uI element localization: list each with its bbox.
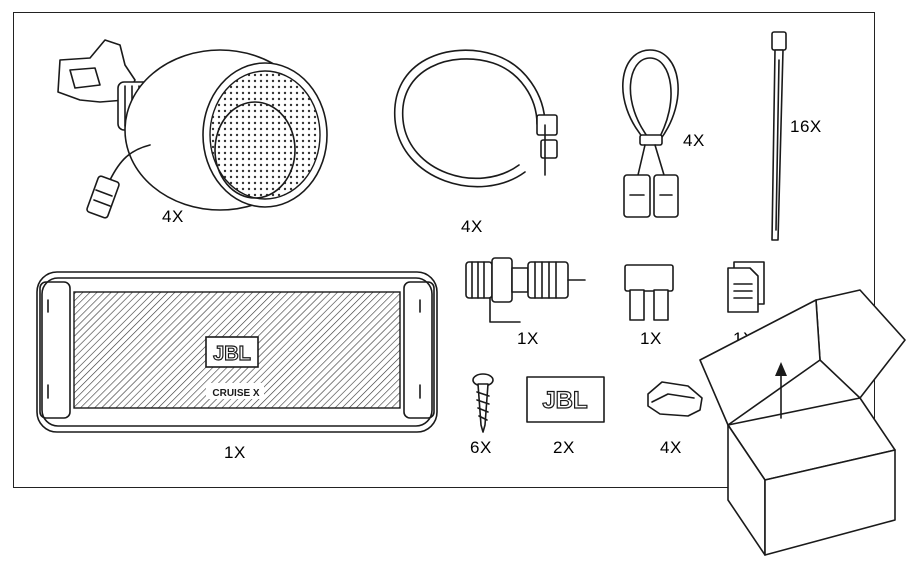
speaker-qty: 4X: [162, 207, 184, 226]
zip-tie-icon: [771, 31, 787, 241]
screw-qty: 6X: [470, 438, 492, 457]
connector-qty: 4X: [660, 438, 682, 457]
cable-qty: 4X: [683, 131, 705, 150]
zip-tie-qty: 16X: [790, 117, 822, 136]
clamp-ring-icon: [394, 49, 558, 188]
cable-loop-icon: [622, 49, 679, 218]
amplifier-qty: 1X: [224, 443, 246, 462]
screw-icon: [472, 373, 494, 433]
fuse-icon: [624, 264, 674, 321]
box-icon: [699, 289, 906, 556]
amplifier-logo: JBL: [213, 343, 251, 365]
clamp-qty: 4X: [461, 217, 483, 236]
jbl-sticker-icon: [526, 376, 605, 423]
contents-frame: [13, 12, 875, 488]
arrow-up-icon: [775, 362, 787, 419]
speaker-icon: [57, 39, 328, 219]
sticker-logo: JBL: [542, 387, 587, 414]
switch-qty: 1X: [517, 329, 539, 348]
amplifier-icon: [36, 271, 438, 433]
manual-icon: [727, 261, 765, 313]
fuse-qty: 1X: [640, 329, 662, 348]
amplifier-model: CRUISE X: [212, 388, 260, 399]
connector-icon: [647, 381, 703, 417]
switch-icon: [465, 257, 586, 323]
sticker-qty: 2X: [553, 438, 575, 457]
